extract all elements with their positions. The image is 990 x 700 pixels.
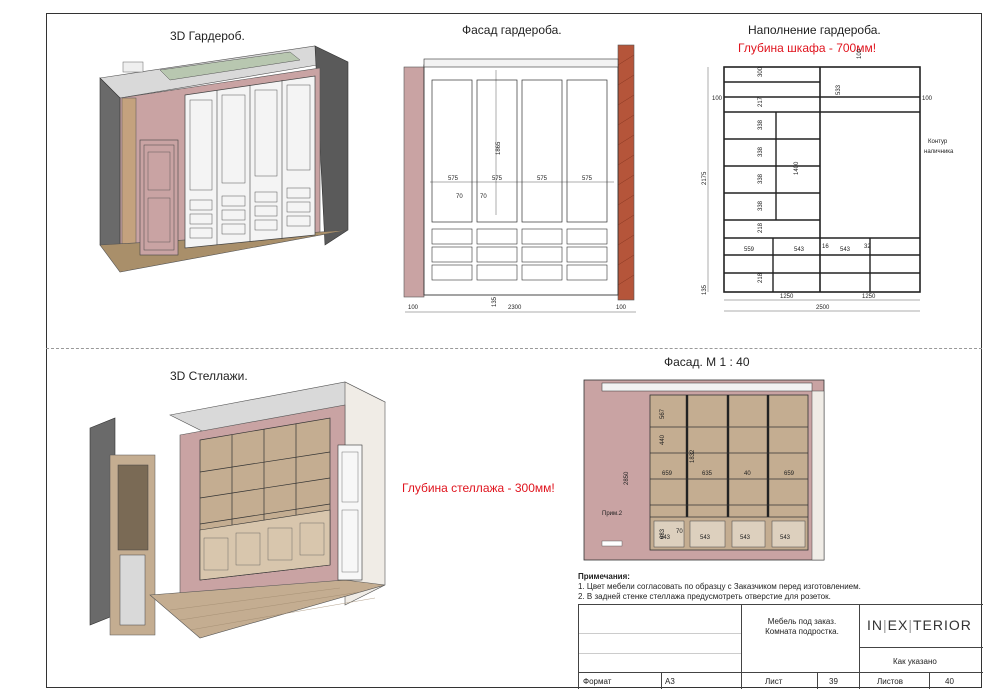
fill-dim-1250-a: 1250 xyxy=(780,294,794,300)
project-line-1: Мебель под заказ. xyxy=(767,617,837,626)
fill-contour-label-2: наличника xyxy=(924,149,954,155)
fill-dim-100-top: 100 xyxy=(857,48,863,59)
fill-dim-2175: 2175 xyxy=(702,171,708,185)
facade-dim-135: 135 xyxy=(492,296,498,307)
wardrobe-3d-body xyxy=(184,75,316,249)
fill-dim-338-b: 338 xyxy=(758,146,764,157)
facade-dim-70-b: 70 xyxy=(480,194,487,200)
facade-dim-575-c: 575 xyxy=(537,176,548,182)
shelf-dim-543-d: 543 xyxy=(780,535,791,541)
shelf-dim-1832: 1832 xyxy=(690,449,696,463)
fill-dim-533: 533 xyxy=(836,84,842,95)
shelf-prim-label: Прим.2 xyxy=(602,511,623,517)
fill-dim-543-a: 543 xyxy=(794,247,805,253)
wardrobe-3d-view xyxy=(99,45,349,273)
shelves-facade-drawing: 659 635 40 659 2850 440 567 1832 683 543… xyxy=(583,379,825,561)
shelf-dim-40: 40 xyxy=(744,471,751,477)
shelf-dim-567: 567 xyxy=(660,408,666,419)
sheet-value: 39 xyxy=(829,677,838,686)
facade-dim-70-a: 70 xyxy=(456,194,463,200)
fill-dim-100-l: 100 xyxy=(712,96,723,102)
fill-dim-218-b: 218 xyxy=(758,272,764,283)
facade-dim-100-r: 100 xyxy=(616,305,627,311)
shelf-dim-543-a: 543 xyxy=(660,535,671,541)
facade-dim-2300: 2300 xyxy=(508,305,522,311)
sheets-label: Листов xyxy=(877,677,903,686)
title-shelves-3d: 3D Стеллажи. xyxy=(170,369,248,383)
inexterior-logo: IN|EX|TERIOR xyxy=(867,617,972,633)
facade-dim-1865: 1865 xyxy=(496,141,502,155)
fill-dim-100-r: 100 xyxy=(922,96,933,102)
facade-dim-575-a: 575 xyxy=(448,176,459,182)
shelf-dim-2850: 2850 xyxy=(624,471,630,485)
fill-dim-543-b: 543 xyxy=(840,247,851,253)
title-wardrobe-facade: Фасад гардероба. xyxy=(462,23,562,37)
fill-dim-16: 16 xyxy=(822,244,829,250)
wardrobe-facade-drawing: 575 575 575 575 1865 70 70 2300 100 100 … xyxy=(403,44,636,313)
shelf-dim-543-c: 543 xyxy=(740,535,751,541)
fill-dim-338-a: 338 xyxy=(758,119,764,130)
fill-dim-32: 32 xyxy=(864,244,871,250)
fill-dim-338-d: 338 xyxy=(758,200,764,211)
facade-dim-575-b: 575 xyxy=(492,176,503,182)
project-line-2: Комната подростка. xyxy=(765,627,839,636)
fill-contour-label: Контур xyxy=(928,139,948,145)
sheet-label: Лист xyxy=(765,677,783,686)
shelf-dim-543-b: 543 xyxy=(700,535,711,541)
shelf-dim-659-a: 659 xyxy=(662,471,673,477)
notes-heading: Примечания: xyxy=(578,572,630,581)
wardrobe-fill-drawing: 1250 1250 2500 2175 533 1400 559 543 543… xyxy=(702,48,954,312)
notes-block: Примечания: 1. Цвет мебели согласовать п… xyxy=(578,572,861,602)
shelf-dim-659-b: 659 xyxy=(784,471,795,477)
fill-dim-217: 217 xyxy=(758,96,764,107)
shelf-dim-440: 440 xyxy=(660,434,666,445)
facade-dim-100-l: 100 xyxy=(408,305,419,311)
title-shelves-facade: Фасад. М 1 : 40 xyxy=(664,355,750,369)
fill-dim-218-a: 218 xyxy=(758,222,764,233)
shelves-3d-body xyxy=(199,417,331,581)
fill-dim-300: 300 xyxy=(758,66,764,77)
title-wardrobe-fill: Наполнение гардероба. xyxy=(748,23,881,37)
scale-value: Как указано xyxy=(893,657,937,666)
sheet-frame xyxy=(46,13,982,688)
facade-dim-575-d: 575 xyxy=(582,176,593,182)
format-value: А3 xyxy=(665,677,675,686)
note-item-1: 1. Цвет мебели согласовать по образцу с … xyxy=(578,582,861,591)
fill-dim-338-c: 338 xyxy=(758,173,764,184)
shelf-dim-635: 635 xyxy=(702,471,713,477)
title-block: Мебель под заказ. Комната подростка. IN|… xyxy=(578,604,983,689)
fill-dim-559: 559 xyxy=(744,247,755,253)
fill-dim-1400: 1400 xyxy=(794,161,800,175)
wardrobe-depth-note: Глубина шкафа - 700мм! xyxy=(738,41,877,55)
fill-dim-1250-b: 1250 xyxy=(862,294,876,300)
shelf-dim-70: 70 xyxy=(676,529,683,535)
note-item-2: 2. В задней стенке стеллажа предусмотрет… xyxy=(578,592,831,601)
sheet-divider xyxy=(46,348,982,349)
shelves-depth-note: Глубина стеллажа - 300мм! xyxy=(402,481,555,495)
format-label: Формат xyxy=(583,677,612,686)
fill-dim-2500: 2500 xyxy=(816,305,830,311)
shelves-3d-view xyxy=(89,381,386,639)
fill-dim-135: 135 xyxy=(702,284,708,295)
title-wardrobe-3d: 3D Гардероб. xyxy=(170,29,245,43)
shelf-dim-683: 683 xyxy=(660,528,666,539)
sheets-value: 40 xyxy=(945,677,954,686)
